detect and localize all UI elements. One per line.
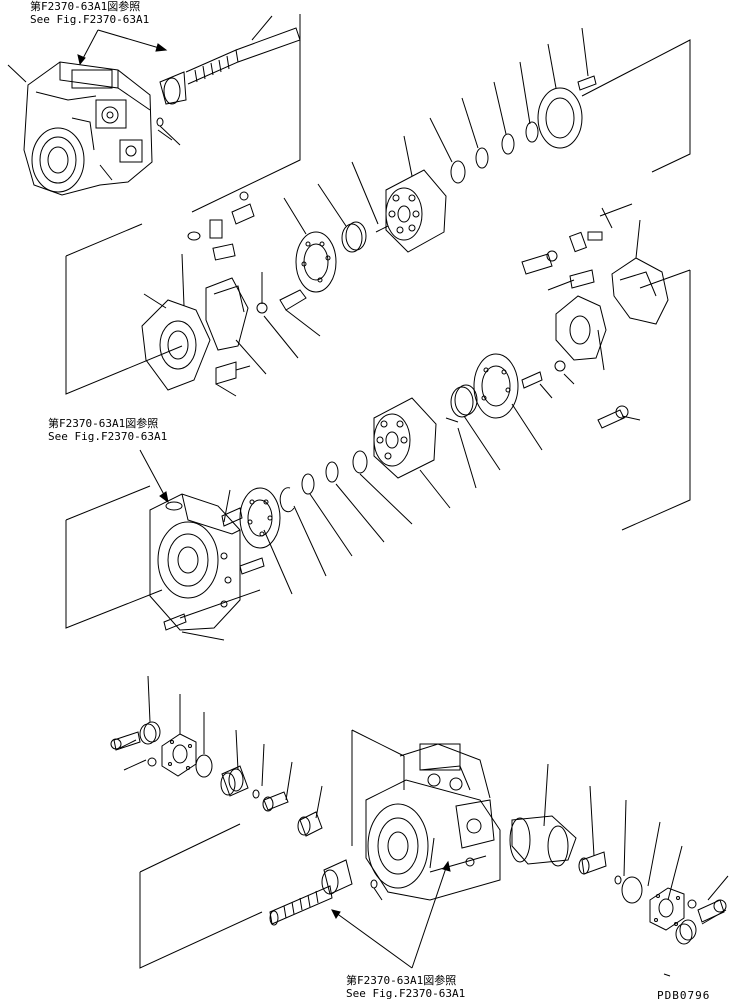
- drive-shaft-top: [157, 28, 300, 145]
- reference-en: See Fig.F2370-63A1: [30, 13, 150, 26]
- pump-assembly-top: [8, 62, 172, 195]
- parts-row-bottom-left: [111, 676, 322, 836]
- pump-assembly-bottom: [140, 730, 500, 968]
- parts-row-top: [142, 76, 596, 390]
- reference-jp: 第F2370-63A1図参照: [30, 0, 141, 13]
- reference-arrow-middle: [140, 450, 168, 502]
- frame-lines-top: [66, 14, 690, 394]
- reference-jp: 第F2370-63A1図参照: [48, 417, 159, 430]
- valve-plate-middle: [240, 488, 280, 548]
- reference-label-top: 第F2370-63A1図参照 See Fig.F2370-63A1: [30, 0, 149, 26]
- reference-arrows-top: [78, 30, 166, 64]
- parts-row-bottom-right: [510, 764, 728, 976]
- reference-en: See Fig.F2370-63A1: [48, 430, 168, 443]
- reference-jp: 第F2370-63A1図参照: [346, 974, 457, 987]
- pump-housing-middle: [66, 486, 264, 640]
- parts-row-middle-right: [280, 204, 690, 530]
- reference-en: See Fig.F2370-63A1: [346, 987, 466, 1000]
- reference-arrows-bottom: [332, 862, 450, 968]
- drawing-number: PDB0796: [657, 989, 711, 1002]
- reference-label-middle: 第F2370-63A1図参照 See Fig.F2370-63A1: [48, 417, 167, 443]
- reference-label-bottom: 第F2370-63A1図参照 See Fig.F2370-63A1: [346, 974, 465, 1000]
- leader-lines-top: [144, 16, 588, 396]
- leader-lines-middle: [264, 208, 640, 594]
